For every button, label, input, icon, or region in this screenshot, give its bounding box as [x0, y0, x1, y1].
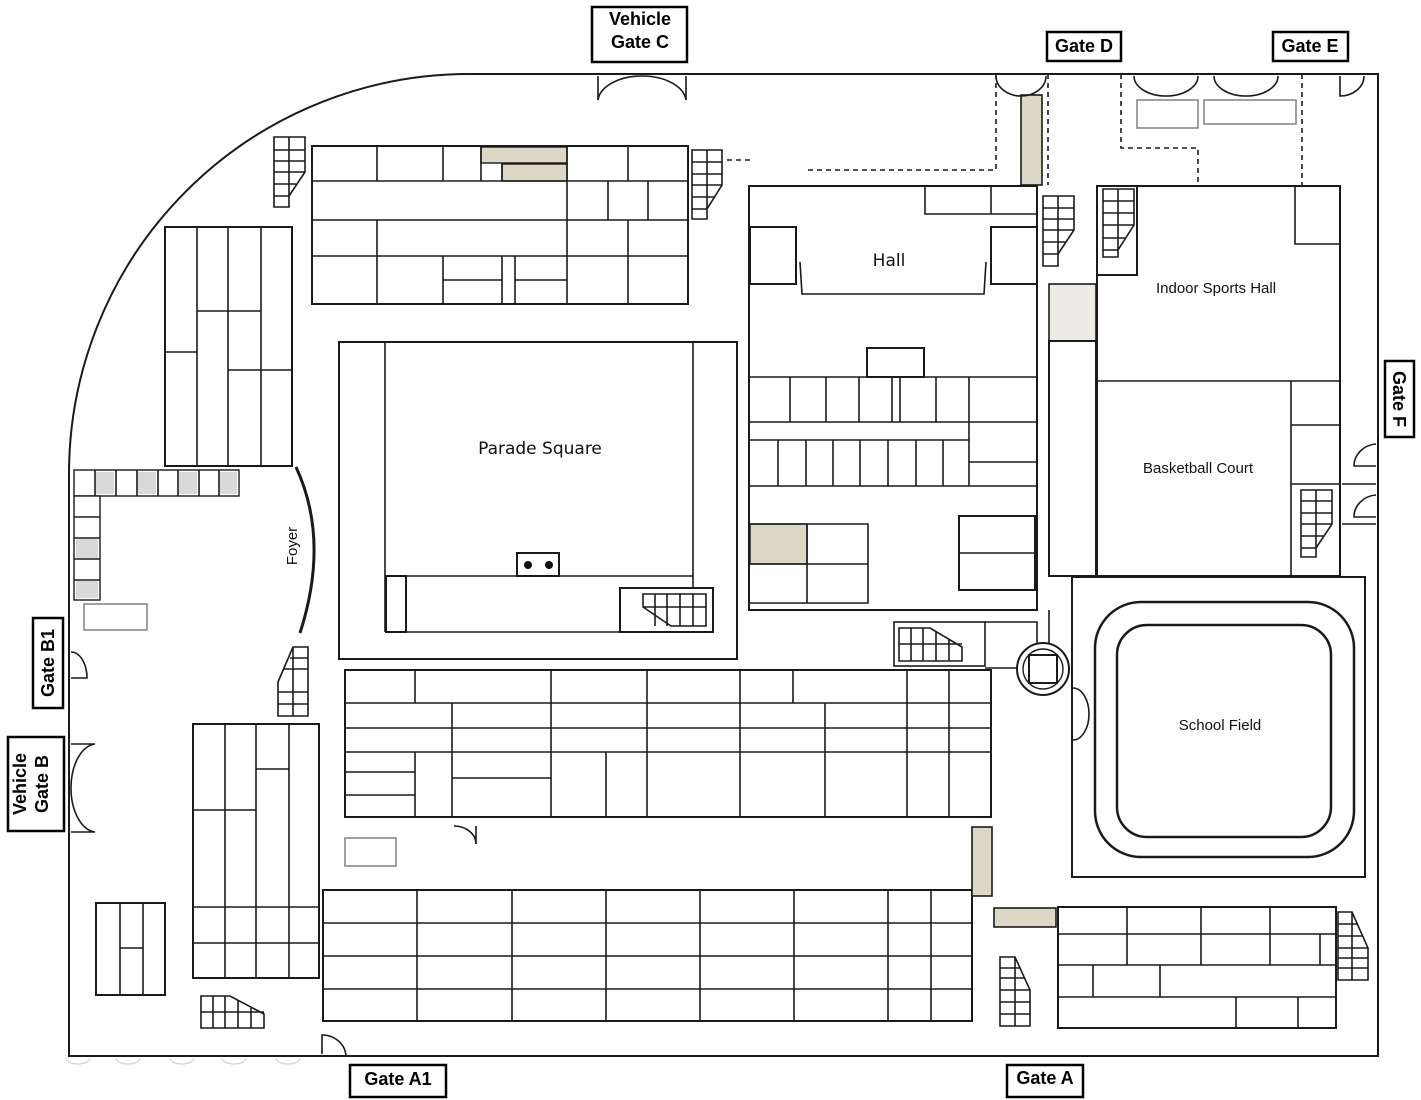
gate-d-corridor — [805, 74, 1303, 186]
lower-left-block — [95, 723, 320, 996]
staircase — [893, 621, 986, 667]
highlight-room — [480, 146, 568, 164]
left-block — [164, 226, 293, 467]
staircase — [999, 956, 1031, 1027]
basketball-court-label: Basketball Court — [1143, 460, 1254, 477]
roundabout — [985, 610, 1070, 696]
staircase — [1337, 911, 1369, 981]
staircase — [200, 995, 265, 1029]
site-boundary — [68, 72, 1379, 1057]
sports-complex — [1048, 185, 1341, 577]
door-swings — [70, 75, 1377, 1058]
gate-e: Gate E — [1271, 30, 1350, 63]
vehicle-gate-c-line2: Gate C — [611, 32, 669, 52]
highlight-room — [971, 826, 993, 897]
vehicle-gate-c-line1: Vehicle — [609, 9, 671, 29]
school-field-label: School Field — [1179, 717, 1262, 734]
hall-building — [748, 185, 1038, 611]
grey-lockers — [73, 469, 240, 631]
top-classroom-block — [311, 145, 689, 305]
vehicle-gate-b-line1: Vehicle — [10, 753, 30, 815]
grey-box — [344, 837, 397, 867]
foyer-label: Foyer — [284, 527, 301, 565]
parade-square-area — [338, 341, 738, 660]
gate-f: Gate F — [1383, 359, 1416, 439]
staircase — [277, 646, 309, 717]
highlight-room — [749, 523, 808, 565]
highlight-room — [501, 163, 568, 182]
parade-square-label: Parade Square — [478, 439, 602, 459]
vehicle-gate-c: Vehicle Gate C — [590, 5, 689, 64]
middle-classroom-block — [344, 669, 992, 818]
indoor-sports-hall-label: Indoor Sports Hall — [1156, 280, 1276, 297]
boundary-scallops — [65, 1057, 301, 1065]
gate-d-label: Gate D — [1055, 36, 1113, 56]
gate-a1: Gate A1 — [348, 1063, 448, 1099]
staircase — [273, 136, 306, 208]
staircase — [691, 149, 753, 220]
gate-a-label: Gate A — [1016, 1068, 1073, 1088]
gate-e-label: Gate E — [1281, 36, 1338, 56]
vehicle-gate-b-line2: Gate B — [32, 755, 52, 813]
school-field — [1071, 576, 1366, 878]
highlight-room — [993, 907, 1057, 928]
gate-a1-label: Gate A1 — [364, 1069, 431, 1089]
gate-b1: Gate B1 — [31, 616, 65, 710]
staircase — [1042, 195, 1075, 267]
hall-label: Hall — [873, 251, 906, 271]
bottom-right-block — [1057, 906, 1337, 1029]
gate-f-label: Gate F — [1389, 371, 1409, 427]
bottom-classroom-block — [322, 889, 973, 1022]
vehicle-gate-b: Vehicle Gate B — [6, 735, 66, 833]
gate-a: Gate A — [1005, 1063, 1085, 1099]
gate-d: Gate D — [1045, 30, 1123, 63]
foyer-wall — [294, 466, 316, 634]
gate-b1-label: Gate B1 — [38, 629, 58, 697]
